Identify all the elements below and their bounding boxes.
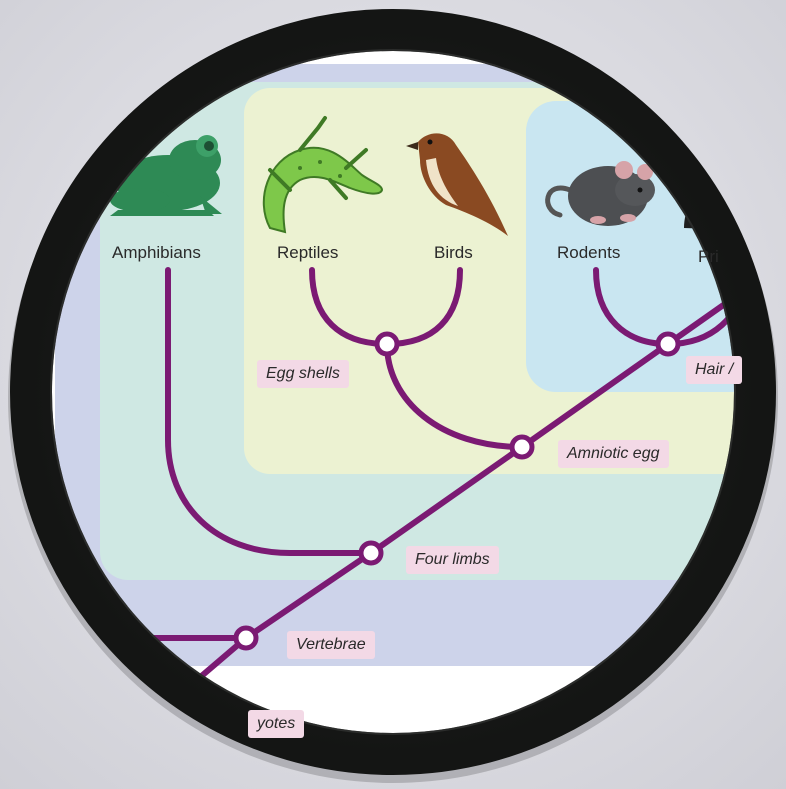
trait-badge-hair: Hair /: [686, 356, 742, 384]
node-four-limbs: [361, 543, 381, 563]
node-egg-shells: [377, 334, 397, 354]
trait-badge-eukaryotes: yotes: [248, 710, 304, 738]
taxon-label-amphibians: Amphibians: [112, 243, 201, 263]
trait-badge-vertebrae: Vertebrae: [287, 631, 375, 659]
taxon-label-rodents: Rodents: [557, 243, 620, 263]
node-amniotic-egg: [512, 437, 532, 457]
trait-badge-amniotic-egg: Amniotic egg: [558, 440, 669, 468]
taxon-label-birds: Birds: [434, 243, 473, 263]
trait-badge-four-limbs: Four limbs: [406, 546, 499, 574]
node-vertebrae: [236, 628, 256, 648]
node-hair: [658, 334, 678, 354]
taxon-label-reptiles: Reptiles: [277, 243, 338, 263]
taxon-label-primates: Pri: [698, 247, 719, 267]
trait-badge-egg-shells: Egg shells: [257, 360, 349, 388]
